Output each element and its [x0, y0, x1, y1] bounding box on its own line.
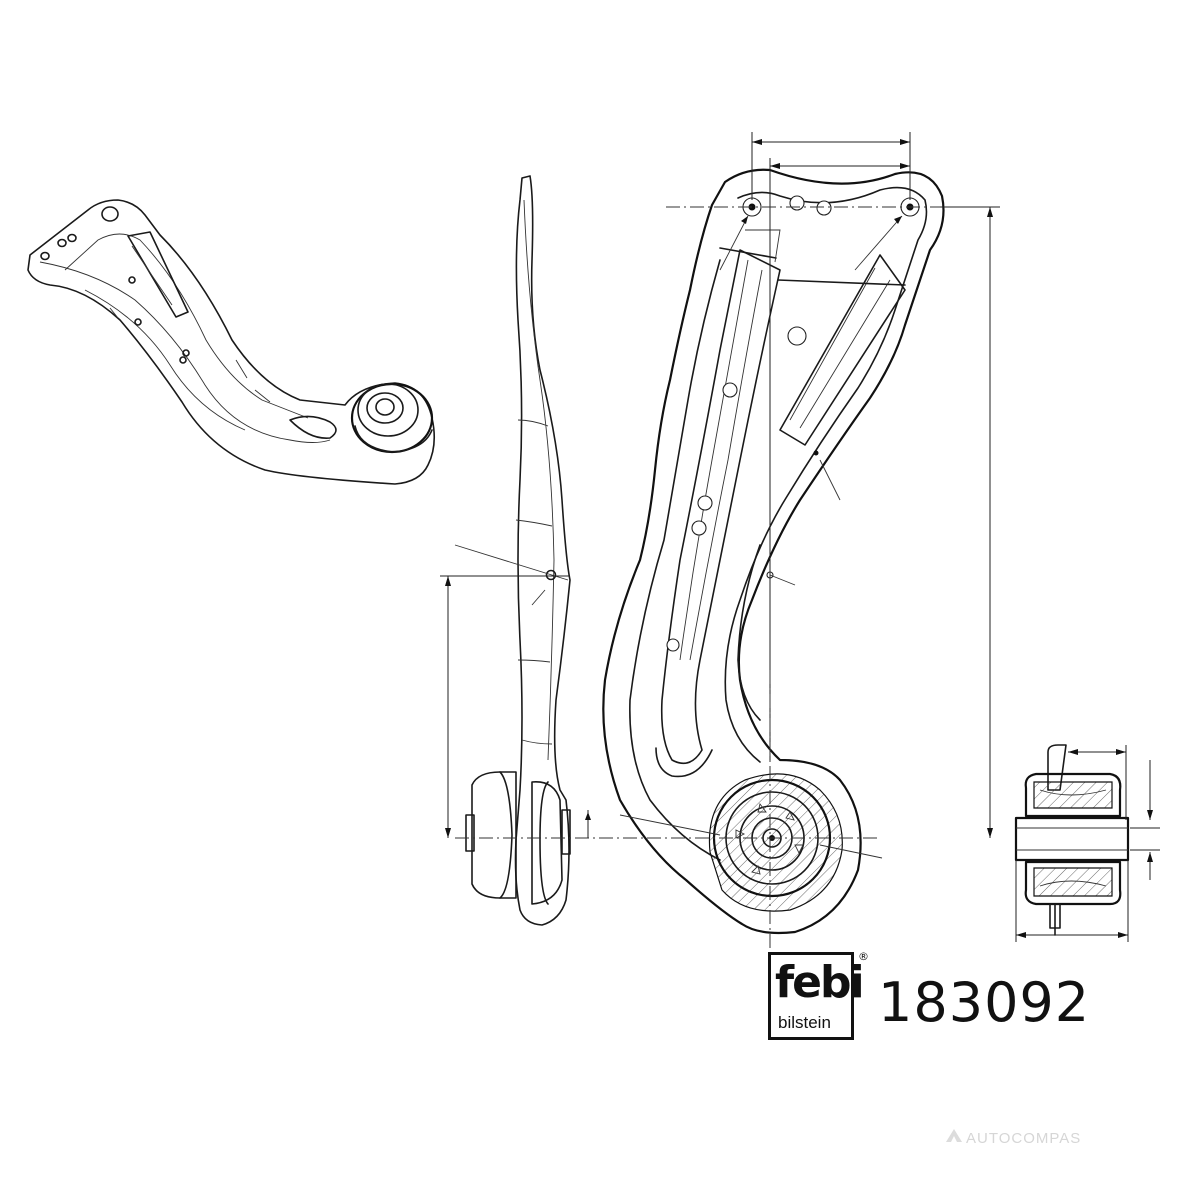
febi-bilstein-logo: febi bilstein	[768, 952, 865, 1040]
registered-mark: ®	[858, 950, 869, 963]
side-view	[454, 175, 571, 926]
isometric-view	[27, 199, 436, 485]
logo-brand-sub: bilstein	[778, 1013, 831, 1032]
front-view	[602, 168, 945, 935]
bushing-section-view	[1014, 744, 1130, 936]
part-number: 183092	[878, 971, 1091, 1034]
dimension-lines	[440, 132, 1160, 960]
logo-brand-main: febi	[775, 957, 865, 1008]
watermark-text: AUTOCOMPAS	[966, 1130, 1082, 1147]
autocompas-logo-icon	[946, 1129, 962, 1142]
